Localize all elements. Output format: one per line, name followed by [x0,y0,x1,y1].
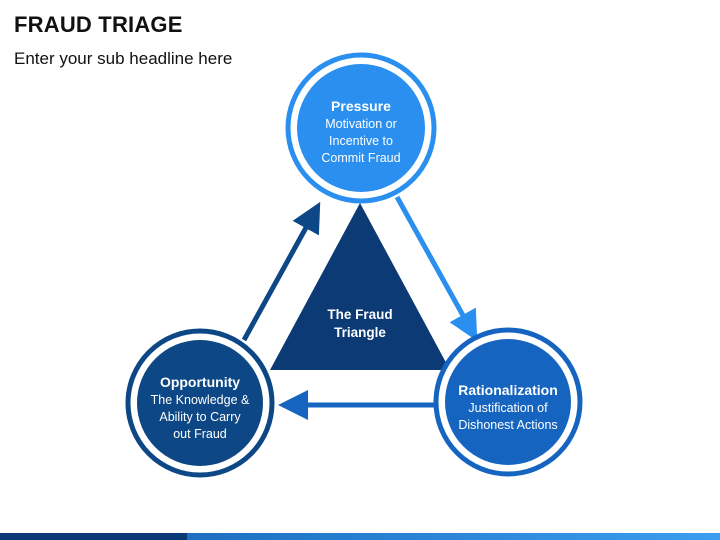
opportunity-heading: Opportunity [159,374,241,390]
pressure-desc-line-3: Commit Fraud [321,151,401,165]
triangle-label-line-1: The Fraud [327,307,393,322]
opportunity-node [125,328,275,478]
page-title: FRAUD TRIAGE [14,12,183,37]
rationalization-text: Rationalization Justification of Dishone… [446,382,570,434]
pressure-desc-line-1: Motivation or [325,117,397,131]
opportunity-text: Opportunity The Knowledge & Ability to C… [140,374,260,443]
pressure-desc-line-2: Incentive to [329,134,393,148]
footer-bar [0,533,720,540]
arrow-opportunity-to-pressure [241,201,321,342]
rationalization-node [433,327,583,477]
pressure-text: Pressure Motivation or Incentive to Comm… [301,98,421,167]
opportunity-desc-line-1: The Knowledge & [150,393,250,407]
triangle-label: The Fraud Triangle [296,306,424,342]
rationalization-heading: Rationalization [458,382,558,398]
pressure-heading: Pressure [331,98,391,114]
arrow-pressure-to-rationalization [394,195,478,342]
opportunity-desc-line-3: out Fraud [173,427,227,441]
rationalization-desc-line-1: Justification of [468,401,548,415]
opportunity-desc-line-2: Ability to Carry [159,410,241,424]
pressure-node [285,52,437,204]
center-triangle [270,203,450,370]
triangle-label-line-2: Triangle [334,325,386,340]
rationalization-desc-line-2: Dishonest Actions [458,418,558,432]
page-subtitle: Enter your sub headline here [14,49,233,68]
